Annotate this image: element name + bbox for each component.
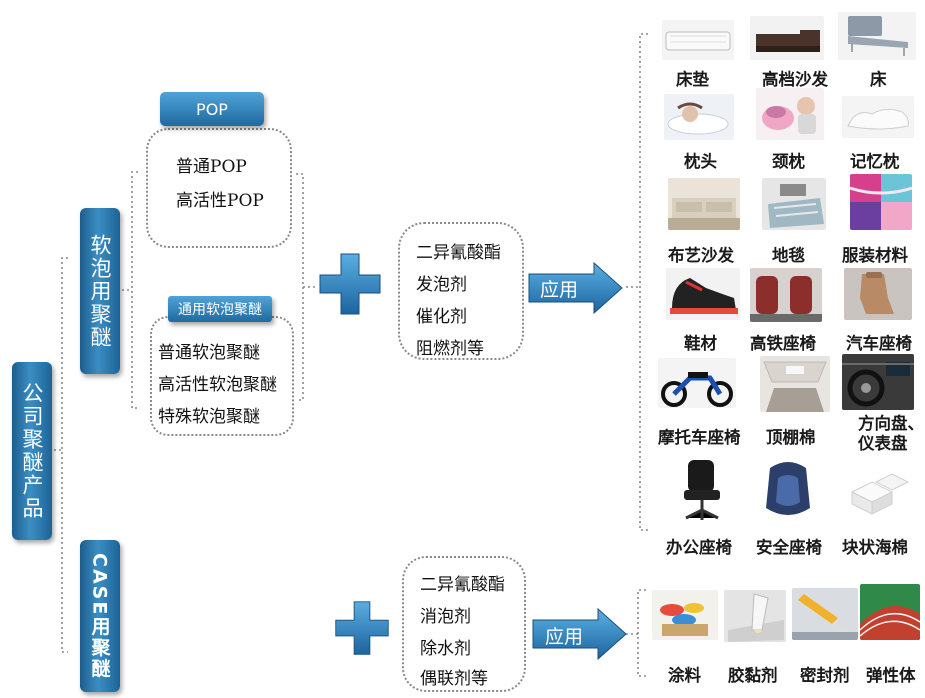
app-label-shoe: 鞋材 xyxy=(684,334,717,353)
clothing-fabric-icon xyxy=(850,174,912,230)
app-label-child-seat: 安全座椅 xyxy=(756,538,822,557)
app-label-bed: 床 xyxy=(870,70,887,89)
car-seat-icon xyxy=(844,268,912,320)
motorcycle-icon xyxy=(658,358,736,408)
app-label-paint: 涂料 xyxy=(668,666,701,685)
application-arrow-soft xyxy=(528,262,623,314)
app-label-fabric-sofa: 布艺沙发 xyxy=(668,246,734,265)
plus-icon-case xyxy=(335,601,389,655)
fabric-sofa-icon xyxy=(668,178,740,230)
app-label-train-seat: 高铁座椅 xyxy=(750,334,816,353)
pop-item-standard: 普通POP xyxy=(176,157,247,177)
sponge-icon xyxy=(846,468,912,518)
office-chair-icon xyxy=(676,458,728,524)
paint-icon xyxy=(652,590,718,640)
carpet-icon xyxy=(762,178,826,230)
bed-icon xyxy=(838,12,916,60)
general-soft-item-special: 特殊软泡聚醚 xyxy=(158,407,260,427)
app-label-sponge: 块状海棉 xyxy=(842,538,908,557)
general-soft-item-high-activity: 高活性软泡聚醚 xyxy=(158,375,277,395)
root-category-label: 公司聚醚产品 xyxy=(20,382,44,520)
soft-additive-catalyst: 催化剂 xyxy=(416,307,467,327)
mattress-icon xyxy=(662,20,734,60)
case-additive-water-scavenger: 除水剂 xyxy=(420,639,471,659)
soft-foam-polyether-box: 软泡用聚醚 xyxy=(80,208,120,374)
app-label-elastomer: 弹性体 xyxy=(866,666,916,685)
plus-icon-soft xyxy=(319,253,381,315)
app-label-pillow: 枕头 xyxy=(684,152,717,171)
app-label-sealant: 密封剂 xyxy=(800,666,850,685)
pillow-icon xyxy=(664,94,734,140)
app-label-carpet: 地毯 xyxy=(772,246,805,265)
app-label-adhesive: 胶黏剂 xyxy=(728,666,778,685)
pop-group-brace xyxy=(146,128,292,248)
soft-additive-flame-retardant: 阻燃剂等 xyxy=(416,339,484,359)
application-arrow-case xyxy=(532,608,627,660)
child-seat-icon xyxy=(760,458,816,526)
soft-additives-brace xyxy=(398,222,524,360)
soft-additive-isocyanate: 二异氰酸酯 xyxy=(416,243,501,263)
case-polyether-label: CASE用聚醚 xyxy=(88,552,111,680)
app-label-steering-wheel: 方向盘、 仪表盘 xyxy=(858,414,924,453)
ceiling-icon xyxy=(760,356,830,412)
shoe-icon xyxy=(666,268,740,320)
pop-header: POP xyxy=(160,92,264,126)
sealant-icon xyxy=(792,588,858,640)
soft-additive-blowing-agent: 发泡剂 xyxy=(416,275,467,295)
app-label-neck-pillow: 颈枕 xyxy=(772,152,805,171)
soft-foam-polyether-label: 软泡用聚醚 xyxy=(88,233,112,349)
case-polyether-box: CASE用聚醚 xyxy=(80,540,120,692)
elastomer-track-icon xyxy=(860,584,920,640)
root-category-box: 公司聚醚产品 xyxy=(12,362,52,540)
sofa-icon xyxy=(750,16,824,60)
app-label-ceiling: 顶棚棉 xyxy=(766,428,816,447)
application-arrow-case-label: 应用 xyxy=(545,626,584,648)
app-label-car-seat: 汽车座椅 xyxy=(846,334,912,353)
case-additive-isocyanate: 二异氰酸酯 xyxy=(420,575,505,595)
general-soft-header-label: 通用软泡聚醚 xyxy=(178,302,262,318)
pop-header-label: POP xyxy=(196,99,228,119)
app-label-office-chair: 办公座椅 xyxy=(666,538,732,557)
memory-pillow-icon xyxy=(842,96,914,138)
app-label-sofa: 高档沙发 xyxy=(762,70,828,89)
case-additive-defoamer: 消泡剂 xyxy=(420,607,471,627)
general-soft-header: 通用软泡聚醚 xyxy=(168,296,272,322)
case-additives-brace xyxy=(402,556,526,692)
train-seat-icon xyxy=(750,268,822,322)
application-arrow-soft-label: 应用 xyxy=(540,279,579,301)
case-additive-coupling-agent: 偶联剂等 xyxy=(420,669,488,689)
app-label-mattress: 床垫 xyxy=(676,70,709,89)
pop-item-high-activity: 高活性POP xyxy=(176,191,264,211)
app-label-motorcycle: 摩托车座椅 xyxy=(658,428,741,447)
neck-pillow-icon xyxy=(756,88,824,140)
adhesive-icon xyxy=(724,590,786,642)
app-label-clothing-fabric: 服装材料 xyxy=(842,246,908,265)
app-label-memory-pillow: 记忆枕 xyxy=(850,152,900,171)
general-soft-item-standard: 普通软泡聚醚 xyxy=(158,343,260,363)
steering-wheel-icon xyxy=(842,354,914,410)
